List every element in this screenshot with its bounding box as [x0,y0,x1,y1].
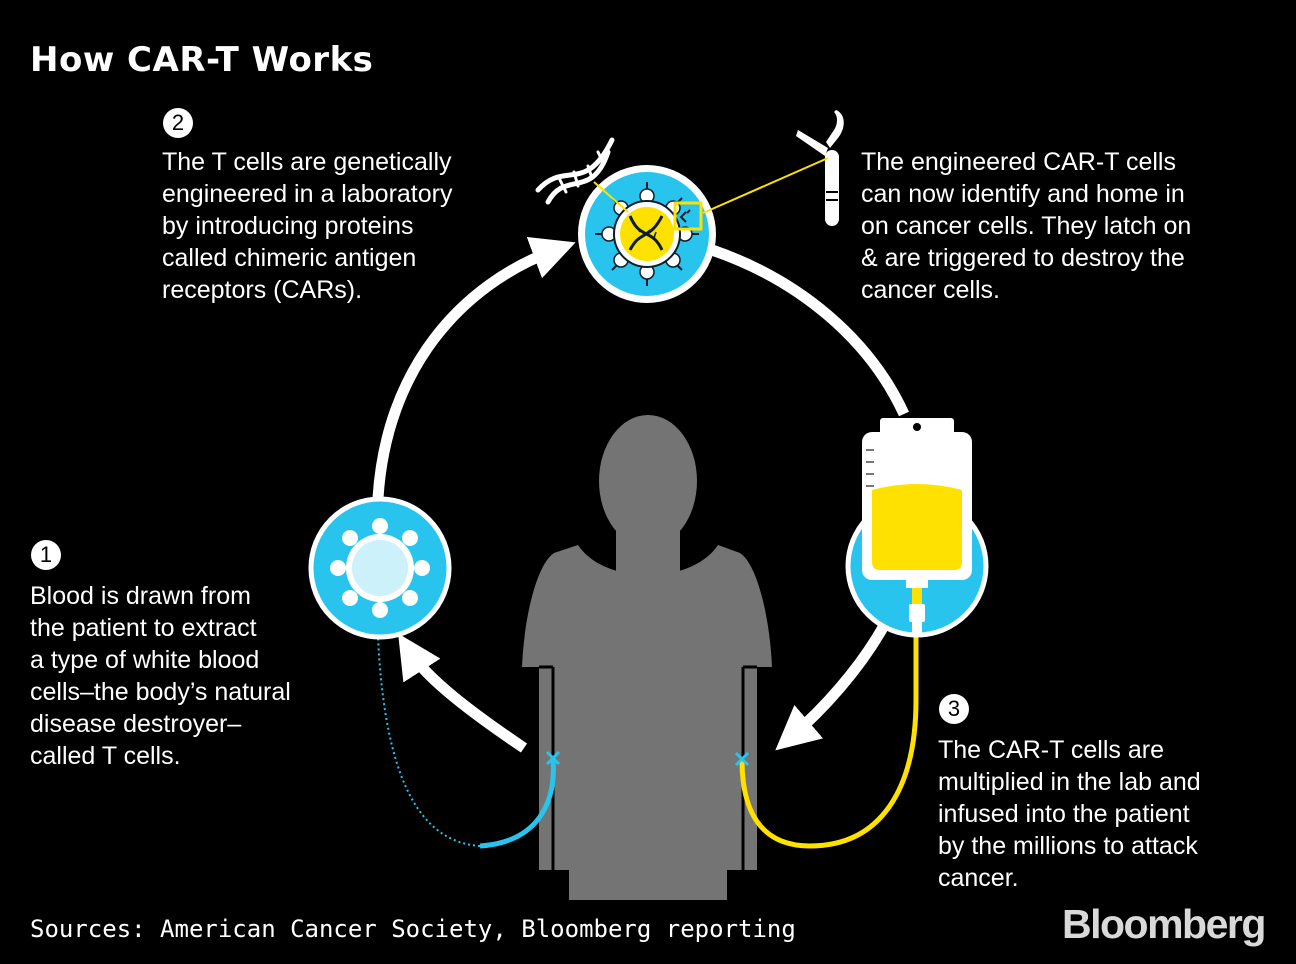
step-3-number: 3 [939,694,969,724]
dna-icon [535,137,615,205]
arrow-to-lab [372,236,576,499]
step-1-number: 1 [31,540,61,570]
step-2-number: 2 [163,108,193,138]
iv-bag-icon [845,418,989,638]
car-receptor-icon [796,110,844,226]
step-3-text: The CAR-T cells are multiplied in the la… [938,736,1201,892]
patient-silhouette-icon [522,415,772,900]
t-cell-icon [308,496,452,640]
bloomberg-logo: Bloomberg [1062,901,1266,947]
arrow-lab-to-bag [710,244,909,417]
step-1-text: Blood is drawn from the patient to extra… [30,582,291,770]
infusion-line [734,632,919,849]
arrow-bag-to-patient [775,619,891,751]
page-title: How CAR-T Works [30,40,374,80]
cycle-arrows [372,236,909,753]
step-2-text: The T cells are genetically engineered i… [162,148,453,304]
engineered-t-cell-icon [578,165,716,303]
blood-draw-line [377,637,561,849]
source-note: Sources: American Cancer Society, Bloomb… [30,915,796,943]
arrow-patient-to-cell [398,633,528,753]
receptor-note: The engineered CAR-T cells can now ident… [861,148,1192,304]
